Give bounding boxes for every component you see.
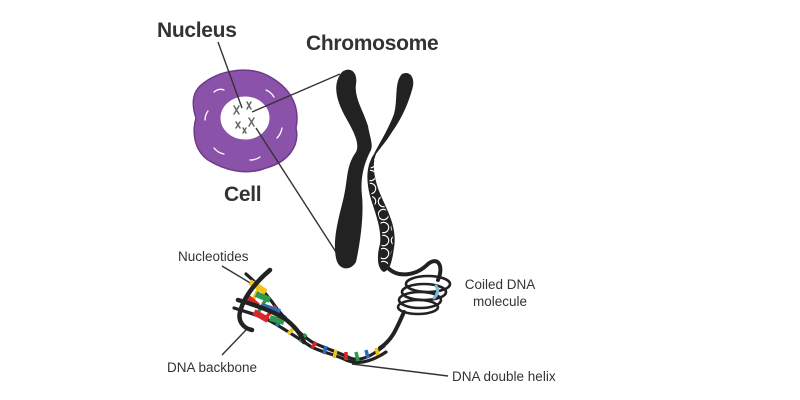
nucleus-leader-line [217,41,243,109]
chromosome-illustration [334,69,414,273]
cell-membrane-marks [204,88,283,161]
chromosome-right-chromatid [367,72,414,273]
dna-backbone-label: DNA backbone [167,360,258,375]
chromatin-loops [369,156,393,268]
cell-label: Cell [224,183,262,206]
dna-backbone-leader-line [221,329,247,356]
chromosome-left-chromatid [334,69,372,269]
chromosome-label: Chromosome [306,32,439,55]
coiled-dna-label-line2: molecule [472,294,528,309]
coiled-dna-molecule-label: Coiled DNA molecule [458,276,542,310]
dna-double-helix-leader-line [351,363,449,377]
leader-lines [217,41,449,377]
dna-connector [378,310,406,350]
nucleotides-label: Nucleotides [178,249,249,264]
coil-highlight [432,284,440,300]
nucleus-label: Nucleus [157,19,237,42]
nucleus-chromosomes [233,101,255,134]
coiled-dna-label-line1: Coiled DNA [464,277,536,292]
dna-double-helix-label: DNA double helix [452,369,556,384]
zoom-line-upper [251,73,341,113]
dna-backbone-back [235,297,307,345]
dna-strand-tail [386,259,443,282]
zoom-line-lower [255,127,346,267]
dna-backbone-front [237,267,273,333]
cell-illustration [192,69,298,173]
dna-strand [232,259,452,365]
coiled-dna-molecule [396,274,452,316]
